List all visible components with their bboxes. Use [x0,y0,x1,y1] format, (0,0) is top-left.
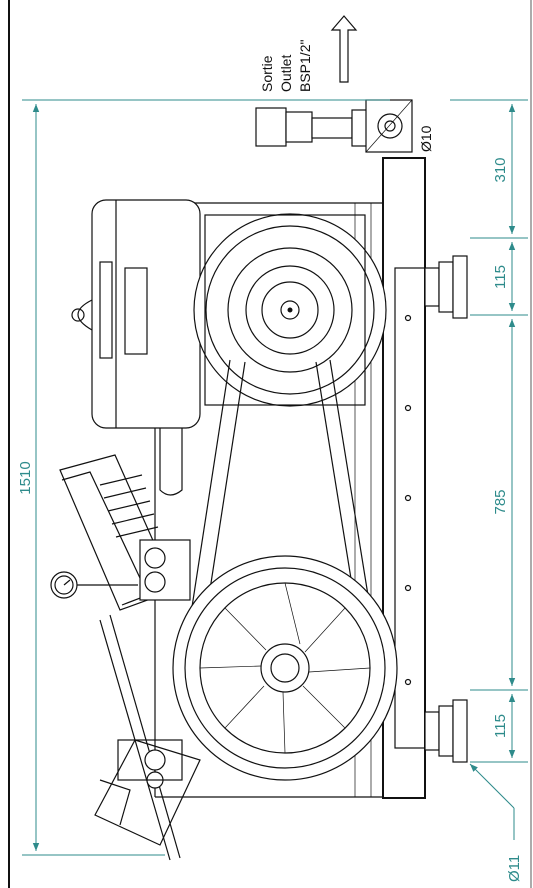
dimension-overall-height: 1510 [17,99,390,856]
drive-belt [189,359,373,623]
top-offset-label: 310 [492,157,509,182]
outlet-thread-label: BSP1/2" [297,40,313,92]
flywheel-pulley [172,555,398,781]
outlet-label-fr: Sortie [259,55,275,92]
outlet-valve: Ø10 [255,99,434,153]
up-arrow-icon [330,15,358,83]
overall-height-label: 1510 [17,461,34,494]
compressor-pump [59,454,201,861]
dimension-foot-spacing: 310 115 785 115 [450,99,528,763]
outlet-diameter-label: Ø10 [418,125,434,152]
foot-lower-label: 115 [492,714,509,738]
foot-upper-label: 115 [492,265,509,289]
foot-spacing-label: 785 [492,489,509,514]
mounting-foot-lower [424,699,468,763]
hole-diameter-callout: Ø11 [469,763,523,882]
hole-diameter-label: Ø11 [506,855,523,882]
outlet-label-en: Outlet [278,55,294,92]
drawing-frame [8,0,532,888]
pressure-gauge [50,571,138,599]
outlet-callout: Sortie Outlet BSP1/2" [259,15,358,92]
mounting-foot-upper [424,255,468,319]
electric-motor [71,199,387,496]
